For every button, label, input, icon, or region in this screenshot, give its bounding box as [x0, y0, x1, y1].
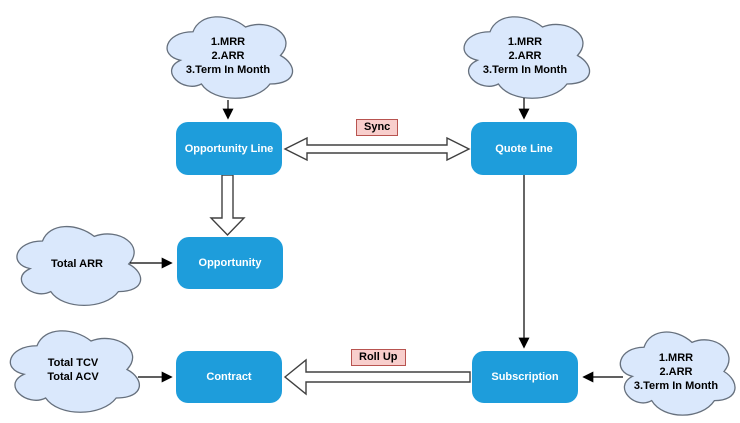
edge-label-roll-up: Roll Up — [351, 349, 406, 366]
cloud-text-top-left: 1.MRR 2.ARR 3.Term In Month — [158, 10, 298, 102]
cloud-top-left — [167, 17, 292, 98]
cloud-text-line: 2.ARR — [211, 50, 245, 62]
node-contract: Contract — [176, 351, 282, 403]
cloud-text-total-arr: Total ARR — [8, 218, 146, 310]
cloud-text-line: 1.MRR — [507, 36, 543, 48]
node-quote-line: Quote Line — [471, 122, 577, 175]
block-arrow-subscription-to-contract — [283, 358, 471, 396]
cloud-text-line: 3.Term In Month — [482, 64, 568, 76]
cloud-text-line: 2.ARR — [508, 50, 542, 62]
cloud-total-tcv-acv — [10, 331, 139, 412]
cloud-text-line: 3.Term In Month — [633, 380, 719, 392]
cloud-text-line: 1.MRR — [658, 352, 694, 364]
edge-label-sync: Sync — [356, 119, 399, 136]
cloud-text-line: 3.Term In Month — [185, 64, 271, 76]
block-arrow-sync-double — [283, 136, 471, 162]
cloud-bottom-right — [620, 332, 735, 415]
node-subscription: Subscription — [472, 351, 578, 403]
cloud-text-line: Total ARR — [51, 258, 103, 270]
cloud-text-total-tcv-acv: Total TCV Total ACV — [1, 322, 145, 417]
cloud-text-line: 2.ARR — [659, 366, 693, 378]
node-opportunity: Opportunity — [177, 237, 283, 289]
block-arrow-opportunity-line-to-opportunity — [209, 174, 246, 237]
cloud-total-arr — [17, 227, 141, 306]
cloud-text-line: Total ACV — [47, 370, 99, 383]
cloud-text-line: Total TCV — [47, 356, 99, 369]
node-opportunity-line: Opportunity Line — [176, 122, 282, 175]
cloud-text-bottom-right: 1.MRR 2.ARR 3.Term In Month — [612, 324, 740, 420]
cloud-text-top-right: 1.MRR 2.ARR 3.Term In Month — [455, 10, 595, 102]
cloud-top-right — [464, 17, 589, 98]
cloud-text-line: 1.MRR — [210, 36, 246, 48]
